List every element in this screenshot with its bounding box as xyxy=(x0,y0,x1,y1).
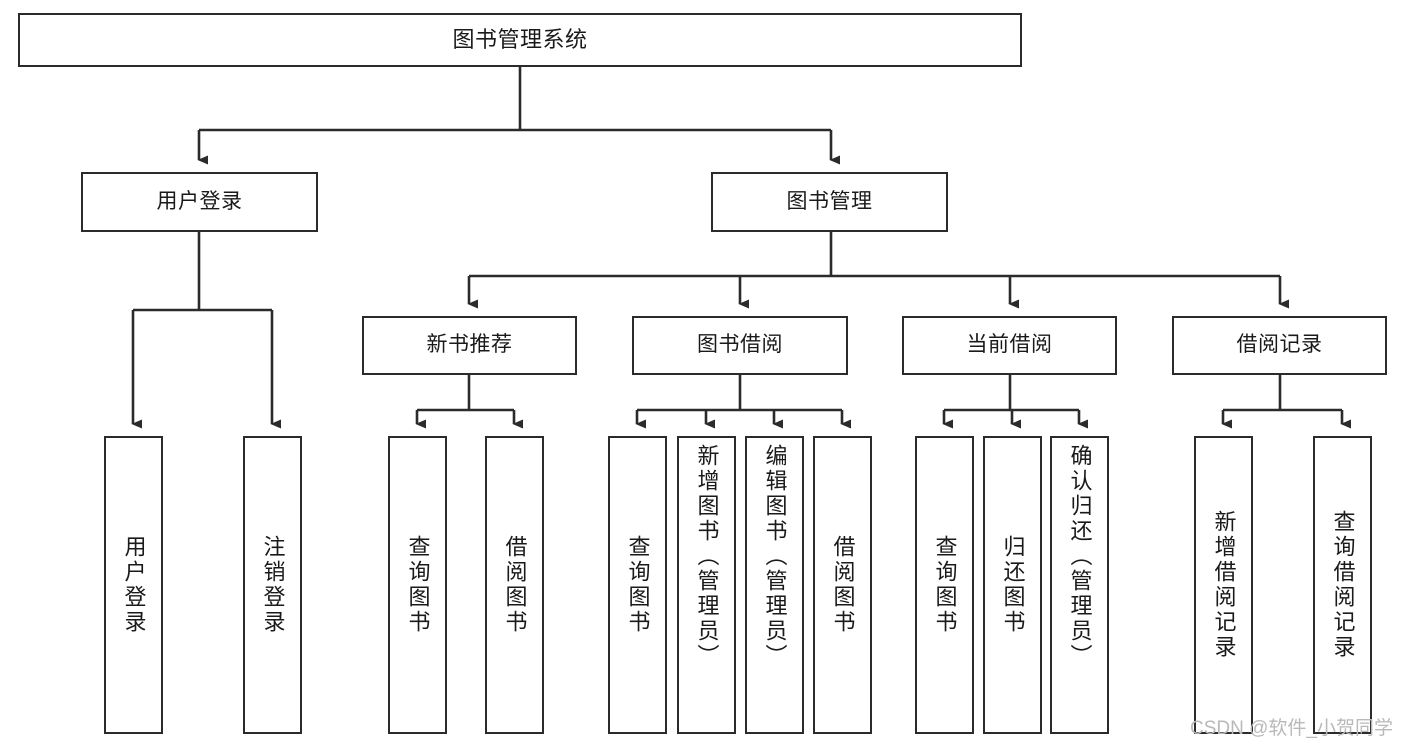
node-leaf-return-book-label: 归还图书 xyxy=(1000,535,1026,635)
node-leaf-add-record[interactable]: 新增借阅记录 xyxy=(1194,436,1253,734)
node-leaf-add-record-label: 新增借阅记录 xyxy=(1211,510,1237,660)
node-leaf-query-record-label: 查询借阅记录 xyxy=(1330,510,1356,660)
node-leaf-borrow-book-2-label: 借阅图书 xyxy=(830,535,856,635)
node-book-manage-label: 图书管理 xyxy=(786,189,873,213)
node-book-borrow[interactable]: 图书借阅 xyxy=(632,316,848,375)
node-leaf-return-book[interactable]: 归还图书 xyxy=(983,436,1042,734)
node-leaf-query-book-3[interactable]: 查询图书 xyxy=(915,436,974,734)
node-borrow-record[interactable]: 借阅记录 xyxy=(1172,316,1387,375)
node-leaf-confirm-return-label: 确认归还（管理员） xyxy=(1067,444,1093,669)
node-user-login-label: 用户登录 xyxy=(156,189,243,213)
node-leaf-query-book-2-label: 查询图书 xyxy=(625,535,651,635)
node-leaf-borrow-book-1[interactable]: 借阅图书 xyxy=(485,436,544,734)
node-borrow-record-label: 借阅记录 xyxy=(1236,333,1323,357)
node-leaf-query-book-3-label: 查询图书 xyxy=(932,535,958,635)
node-leaf-edit-book[interactable]: 编辑图书（管理员） xyxy=(745,436,804,734)
node-leaf-query-book-1[interactable]: 查询图书 xyxy=(388,436,447,734)
node-new-book-recommend[interactable]: 新书推荐 xyxy=(362,316,577,375)
node-leaf-confirm-return[interactable]: 确认归还（管理员） xyxy=(1050,436,1109,734)
node-leaf-add-book-label: 新增图书（管理员） xyxy=(694,444,720,669)
node-current-borrow-label: 当前借阅 xyxy=(966,333,1053,357)
node-leaf-borrow-book-2[interactable]: 借阅图书 xyxy=(813,436,872,734)
node-leaf-query-book-1-label: 查询图书 xyxy=(405,535,431,635)
node-leaf-borrow-book-1-label: 借阅图书 xyxy=(502,535,528,635)
node-leaf-user-login[interactable]: 用户登录 xyxy=(104,436,163,734)
node-leaf-edit-book-label: 编辑图书（管理员） xyxy=(762,444,788,669)
node-leaf-logout-label: 注销登录 xyxy=(260,535,286,635)
node-leaf-logout[interactable]: 注销登录 xyxy=(243,436,302,734)
node-leaf-user-login-label: 用户登录 xyxy=(121,535,147,635)
node-root-label: 图书管理系统 xyxy=(452,27,588,53)
node-book-borrow-label: 图书借阅 xyxy=(697,333,783,357)
node-book-manage[interactable]: 图书管理 xyxy=(711,172,948,232)
watermark: CSDN @软件_小贺同学 xyxy=(1190,718,1393,739)
node-leaf-query-record[interactable]: 查询借阅记录 xyxy=(1313,436,1372,734)
node-user-login[interactable]: 用户登录 xyxy=(81,172,318,232)
node-new-book-recommend-label: 新书推荐 xyxy=(426,333,513,357)
node-leaf-query-book-2[interactable]: 查询图书 xyxy=(608,436,667,734)
node-current-borrow[interactable]: 当前借阅 xyxy=(902,316,1117,375)
node-leaf-add-book[interactable]: 新增图书（管理员） xyxy=(677,436,736,734)
node-root[interactable]: 图书管理系统 xyxy=(18,13,1022,67)
